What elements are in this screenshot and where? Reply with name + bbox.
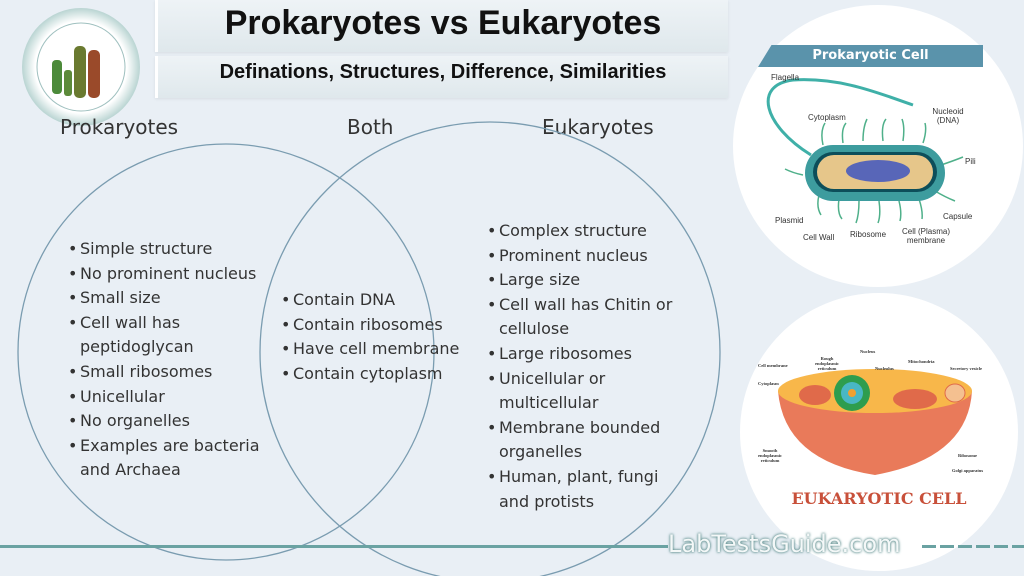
label-ribosome: Ribosome — [958, 453, 977, 458]
page-subtitle: Definations, Structures, Difference, Sim… — [155, 56, 728, 98]
bacterium-illustration — [766, 78, 964, 224]
eukaryotes-item: Human, plant, fungi and protists — [487, 465, 687, 514]
label-smooth-er: Smooth endoplasmic reticulum — [757, 448, 782, 463]
label-ribosome: Ribosome — [850, 230, 887, 239]
prokaryotes-item: Cell wall has peptidoglycan — [68, 311, 278, 360]
label-flagella: Flagella — [771, 73, 800, 82]
heading-both: Both — [347, 115, 394, 139]
family-silhouette-icon — [36, 22, 126, 112]
eukaryotic-cell-illustration — [778, 369, 972, 475]
both-item: Contain cytoplasm — [281, 362, 481, 387]
prokaryotes-item: No organelles — [68, 409, 278, 434]
eukaryotes-item: Large ribosomes — [487, 342, 687, 367]
eukaryotic-cell-panel: Cell membrane Cytoplasm Rough endoplasmi… — [740, 293, 1018, 571]
prokaryotes-list: Simple structureNo prominent nucleusSmal… — [68, 237, 278, 483]
both-item: Contain DNA — [281, 288, 481, 313]
label-cell-wall: Cell Wall — [803, 233, 835, 242]
eukaryotes-item: Complex structure — [487, 219, 687, 244]
label-golgi: Golgi apparatus — [952, 468, 984, 473]
prokaryotes-item: Small ribosomes — [68, 360, 278, 385]
prokaryotes-item: No prominent nucleus — [68, 262, 278, 287]
prokaryotic-cell-title: Prokaryotic Cell — [758, 45, 983, 67]
label-pili: Pili — [965, 157, 976, 166]
label-cell-membrane: Cell (Plasma) membrane — [901, 227, 950, 245]
prokaryotes-item: Simple structure — [68, 237, 278, 262]
eukaryotes-item: Large size — [487, 268, 687, 293]
eukaryotes-item: Prominent nucleus — [487, 244, 687, 269]
heading-prokaryotes: Prokaryotes — [60, 115, 179, 139]
label-capsule: Capsule — [943, 212, 973, 221]
both-item: Contain ribosomes — [281, 313, 481, 338]
eukaryotes-item: Unicellular or multicellular — [487, 367, 687, 416]
footer-dashes — [922, 545, 1024, 548]
prokaryotes-item: Unicellular — [68, 385, 278, 410]
heading-eukaryotes: Eukaryotes — [542, 115, 654, 139]
label-rough-er: Rough endoplasmic reticulum — [814, 356, 839, 371]
label-secretory-vesicle: Secretory vesicle — [950, 366, 983, 371]
prokaryotic-cell-panel: Prokaryotic Cell Flagella Cytoplasm Nucl… — [733, 5, 1023, 287]
logo — [22, 8, 140, 126]
brand-watermark: LabTestsGuide.com — [668, 530, 901, 558]
label-nucleoid: Nucleoid (DNA) — [932, 107, 964, 125]
label-cell-membrane: Cell membrane — [758, 363, 788, 368]
label-plasmid: Plasmid — [775, 216, 804, 225]
eukaryotes-list: Complex structureProminent nucleusLarge … — [487, 219, 687, 514]
both-list: Contain DNAContain ribosomesHave cell me… — [281, 288, 481, 386]
eukaryotic-cell-title: EUKARYOTIC CELL — [791, 489, 967, 508]
footer-line — [0, 545, 668, 548]
label-nucleolus: Nucleolus — [875, 366, 894, 371]
eukaryotes-item: Cell wall has Chitin or cellulose — [487, 293, 687, 342]
both-item: Have cell membrane — [281, 337, 481, 362]
eukaryotes-item: Membrane bounded organelles — [487, 416, 687, 465]
label-mitochondria: Mitochondria — [908, 359, 935, 364]
label-nucleus: Nucleus — [860, 349, 876, 354]
page-title: Prokaryotes vs Eukaryotes — [155, 0, 728, 52]
label-cytoplasm: Cytoplasm — [758, 381, 779, 386]
label-cytoplasm: Cytoplasm — [808, 113, 846, 122]
prokaryotes-item: Examples are bacteria and Archaea — [68, 434, 278, 483]
prokaryotes-item: Small size — [68, 286, 278, 311]
